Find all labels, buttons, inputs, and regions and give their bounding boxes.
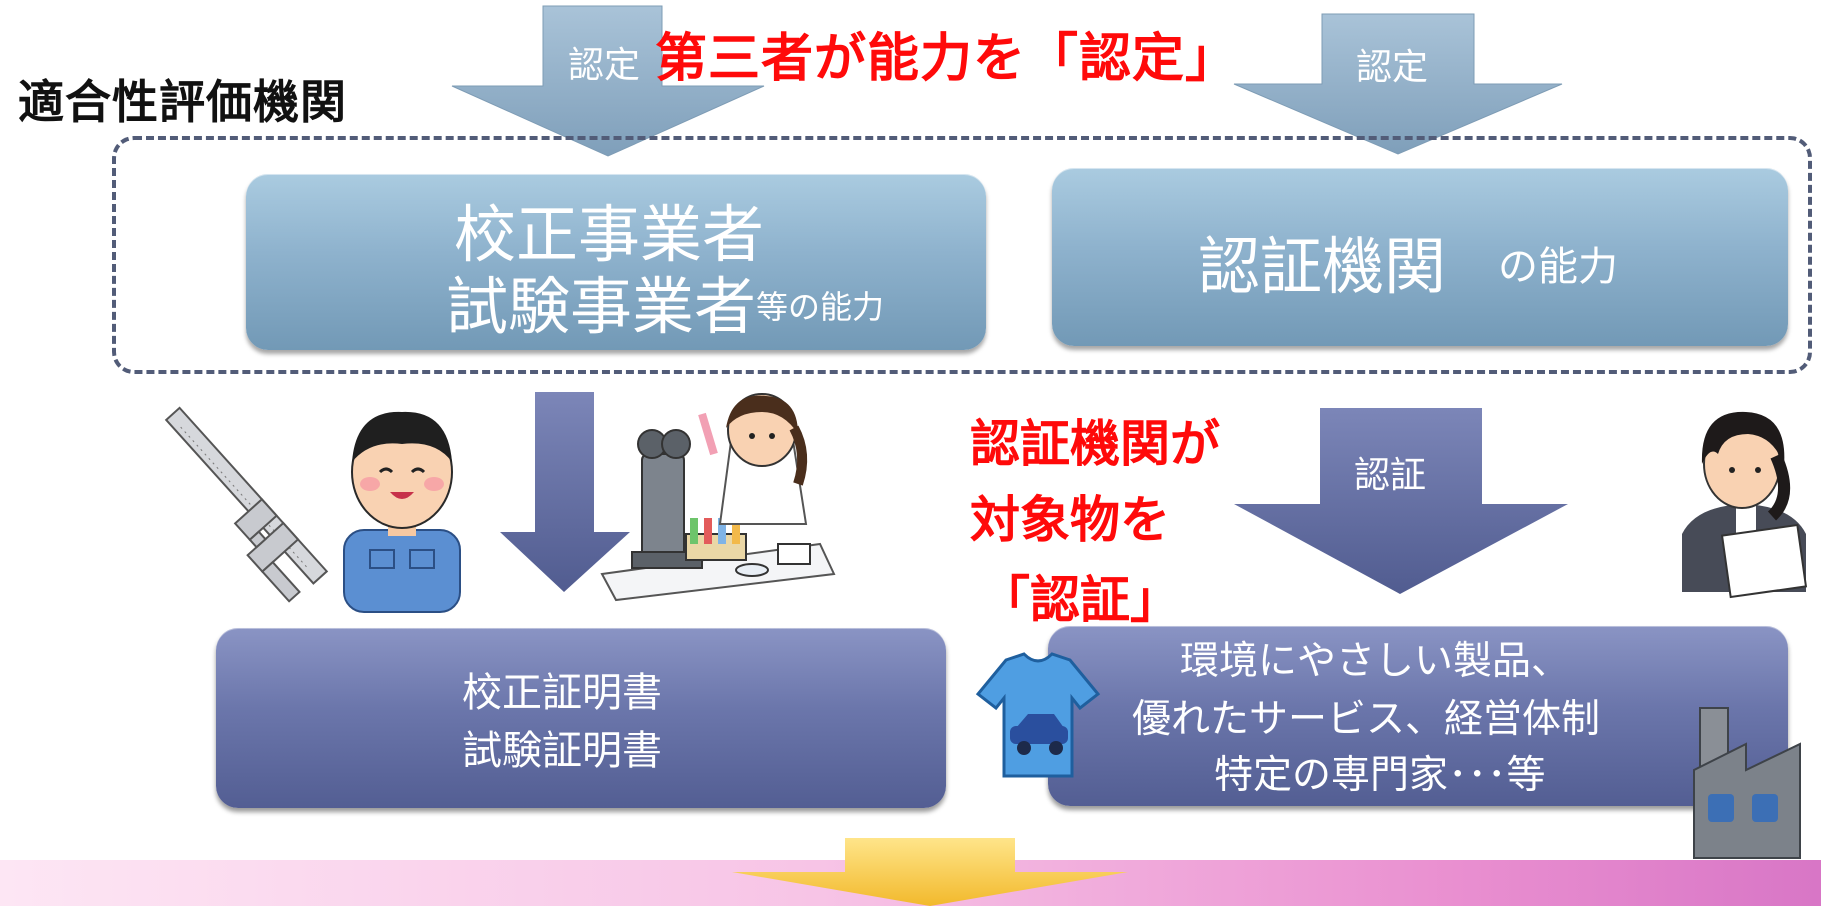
accreditation-arrow-right-label: 認定 (1356, 47, 1429, 88)
objects-line1: 環境にやさしい製品、 (1180, 639, 1571, 684)
objects-line2: 優れたサービス、経営体制 (1132, 697, 1601, 742)
inspector-woman-icon (1682, 411, 1808, 599)
red-text-line1: 認証機関が (970, 415, 1220, 473)
test-certificate-text: 試験証明書 (462, 728, 662, 774)
accreditation-arrow-left-label: 認定 (568, 45, 641, 86)
certification-body-box: 認証機関 の能力 (1052, 168, 1788, 346)
engineer-man-icon (343, 411, 461, 613)
bottom-banner (0, 860, 1821, 906)
objects-line3: 特定の専門家･･･等 (1214, 753, 1546, 798)
page-title: 適合性評価機関 (18, 75, 347, 129)
calibration-certificate-text: 校正証明書 (462, 670, 662, 716)
factory-icon (1693, 707, 1801, 859)
certification-arrow-icon (1234, 408, 1568, 594)
down-arrow-left-icon (500, 392, 630, 592)
calibration-suffix-text: 等の能力 (756, 288, 885, 326)
red-text-line2: 対象物を (970, 491, 1170, 549)
certification-suffix-text: の能力 (1498, 244, 1618, 290)
certification-body-text: 認証機関 (1198, 230, 1447, 303)
headline: 第三者が能力を「認定」 (655, 29, 1239, 89)
certification-arrow-label: 認証 (1354, 455, 1427, 496)
calibration-testing-box: 校正事業者 試験事業者 等の能力 (246, 174, 986, 350)
caliper-icon (164, 406, 329, 603)
calibration-operator-text: 校正事業者 (454, 198, 765, 271)
accreditation-arrow-right-icon (1233, 13, 1563, 155)
accreditation-arrow-left-icon (451, 5, 765, 157)
tshirt-car-icon (975, 652, 1101, 778)
certificates-box: 校正証明書 試験証明書 (216, 628, 946, 808)
certified-objects-box: 環境にやさしい製品、 優れたサービス、経営体制 特定の専門家･･･等 (1048, 626, 1788, 806)
testing-operator-text: 試験事業者 (446, 270, 757, 343)
conformity-body-group (112, 136, 1812, 374)
scientist-microscope-icon (600, 393, 836, 602)
red-text-line3: 「認証」 (980, 571, 1180, 629)
